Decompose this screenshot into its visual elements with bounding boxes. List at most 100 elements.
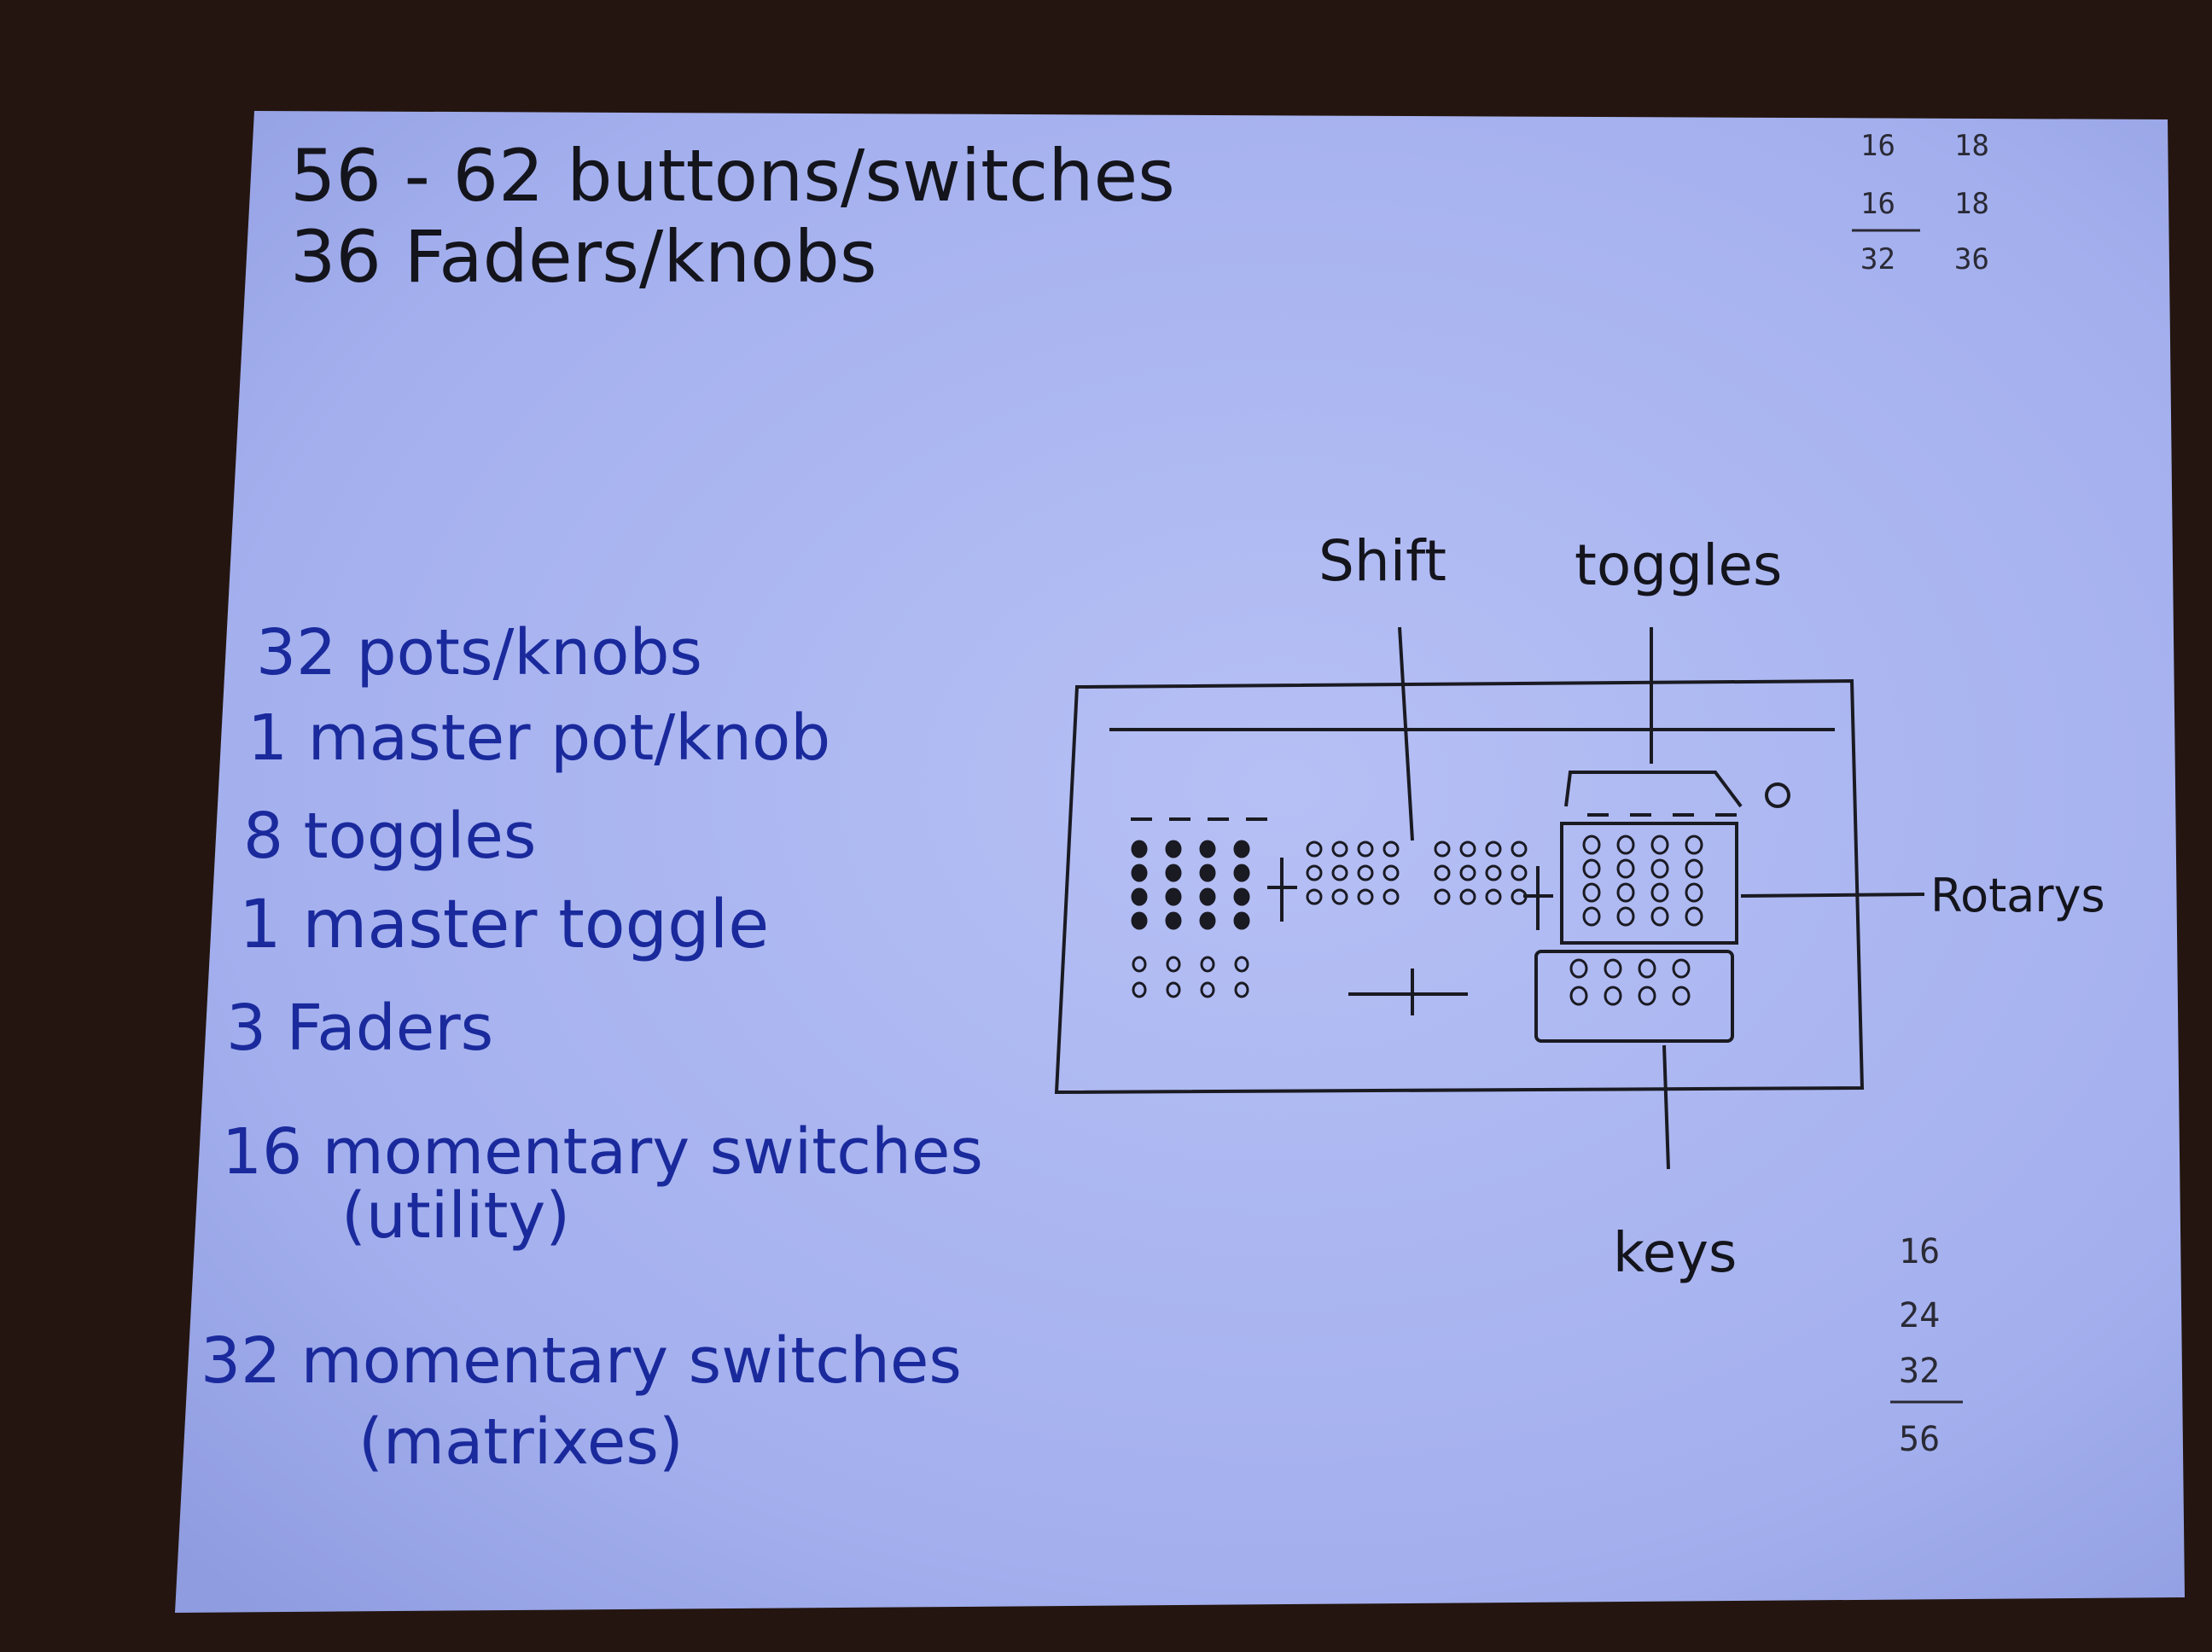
knob-dot	[1459, 864, 1476, 881]
key-dot	[1166, 981, 1181, 998]
column-dashes	[1131, 813, 1737, 821]
knob-dot	[1331, 841, 1348, 858]
knob-dot	[1199, 887, 1216, 906]
svg-text:18: 18	[1954, 129, 1989, 163]
knob-dot	[1331, 864, 1348, 881]
key-dot	[1604, 986, 1622, 1006]
inventory-list: 32 pots/knobs 1 master pot/knob 8 toggle…	[201, 616, 983, 1479]
rotary-dot	[1650, 858, 1669, 879]
svg-text:32: 32	[1860, 242, 1895, 276]
svg-text:36: 36	[1954, 242, 1989, 276]
knob-dot	[1434, 864, 1451, 881]
rotary-dot	[1685, 858, 1703, 879]
knob-dot	[1357, 841, 1374, 858]
knob-dot	[1357, 888, 1374, 905]
rotary-dot	[1582, 858, 1601, 879]
knob-grid	[1131, 835, 1703, 1006]
key-dot	[1200, 956, 1215, 973]
knob-dot	[1434, 888, 1451, 905]
inventory-item: 16 momentary switches	[222, 1115, 983, 1189]
key-dot	[1604, 958, 1622, 979]
knob-dot	[1165, 887, 1182, 906]
knob-dot	[1199, 911, 1216, 930]
rotary-dot	[1616, 882, 1635, 903]
knob-dot	[1511, 888, 1528, 905]
knob-dot	[1511, 841, 1528, 858]
svg-text:16: 16	[1860, 129, 1895, 163]
tally-top: 16 16 32 18 18 36	[1852, 129, 1989, 276]
key-dot	[1132, 956, 1147, 973]
knob-dot	[1199, 840, 1216, 858]
knob-dot	[1485, 888, 1502, 905]
knob-dot	[1233, 911, 1250, 930]
knob-dot	[1434, 841, 1451, 858]
knob-dot	[1131, 887, 1148, 906]
paper-sheet	[175, 111, 2185, 1613]
svg-text:16: 16	[1860, 187, 1895, 221]
knob-dot	[1165, 864, 1182, 882]
knob-dot	[1199, 864, 1216, 882]
rotary-dot	[1685, 882, 1703, 903]
rotary-dot	[1616, 858, 1635, 879]
inventory-item: 32 momentary switches	[201, 1324, 962, 1398]
knob-dot	[1233, 840, 1250, 858]
knob-dot	[1306, 841, 1323, 858]
knob-dot	[1485, 841, 1502, 858]
knob-dot	[1131, 840, 1148, 858]
knob-dot	[1511, 864, 1528, 881]
rotary-dot	[1685, 835, 1703, 855]
svg-text:18: 18	[1954, 187, 1989, 221]
knob-dot	[1459, 841, 1476, 858]
tally-bottom: 16 24 32 56	[1890, 1232, 1963, 1459]
key-dot	[1638, 986, 1656, 1006]
rotary-dot	[1616, 906, 1635, 927]
knob-dot	[1485, 864, 1502, 881]
controller-diagram	[1054, 626, 1925, 1170]
rotary-dot	[1685, 906, 1703, 927]
svg-text:56: 56	[1899, 1420, 1940, 1459]
rotary-dot	[1650, 835, 1669, 855]
inventory-item: (matrixes)	[358, 1405, 684, 1479]
svg-text:24: 24	[1899, 1296, 1940, 1335]
svg-text:32: 32	[1899, 1352, 1940, 1391]
key-dot	[1672, 986, 1691, 1006]
label-toggles: toggles	[1575, 532, 1782, 598]
knob-dot	[1331, 888, 1348, 905]
key-dot	[1638, 958, 1656, 979]
knob-dot	[1306, 888, 1323, 905]
rotary-dot	[1650, 882, 1669, 903]
header-line-1: 56 - 62 buttons/switches	[290, 134, 1175, 218]
knob-dot	[1357, 864, 1374, 881]
knob-dot	[1382, 841, 1400, 858]
key-dot	[1672, 958, 1691, 979]
knob-dot	[1233, 864, 1250, 882]
knob-dot	[1306, 864, 1323, 881]
inventory-item: 1 master toggle	[239, 887, 769, 963]
key-dot	[1569, 986, 1588, 1006]
knob-dot	[1165, 840, 1182, 858]
key-dot	[1166, 956, 1181, 973]
key-dot	[1234, 956, 1249, 973]
header-line-2: 36 Faders/knobs	[290, 215, 877, 299]
inventory-item: 1 master pot/knob	[247, 701, 830, 775]
label-rotarys: Rotarys	[1930, 869, 2105, 922]
key-dot	[1234, 981, 1249, 998]
knob-dot	[1459, 888, 1476, 905]
key-dot	[1569, 958, 1588, 979]
inventory-item: 8 toggles	[243, 800, 536, 873]
knob-dot	[1131, 911, 1148, 930]
knob-dot	[1165, 911, 1182, 930]
inventory-item: 32 pots/knobs	[256, 616, 702, 689]
knob-dot	[1382, 864, 1400, 881]
knob-dot	[1131, 864, 1148, 882]
rotary-dot	[1582, 835, 1601, 855]
knob-dot	[1382, 888, 1400, 905]
knob-dot	[1233, 887, 1250, 906]
rotary-dot	[1582, 906, 1601, 927]
rotary-dot	[1582, 882, 1601, 903]
label-shift: Shift	[1318, 528, 1447, 594]
key-dot	[1200, 981, 1215, 998]
inventory-item: 3 Faders	[226, 992, 493, 1065]
key-dot	[1132, 981, 1147, 998]
